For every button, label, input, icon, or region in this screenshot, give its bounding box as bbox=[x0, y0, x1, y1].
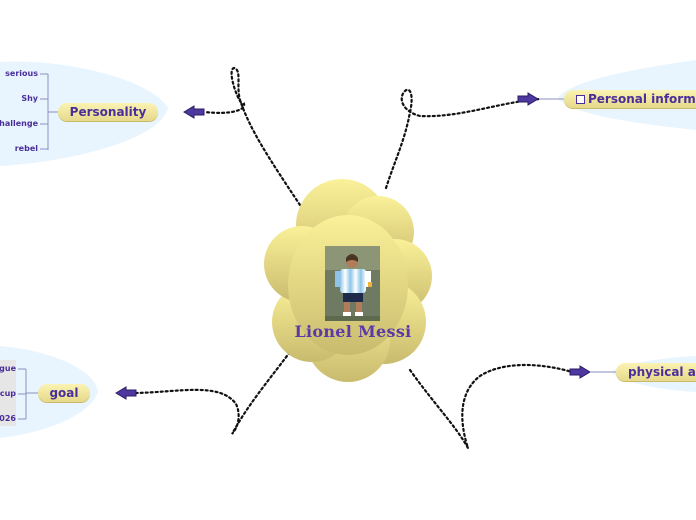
subtopic-serious[interactable]: serious bbox=[5, 69, 38, 78]
topic-personal-information[interactable]: Personal informat bbox=[564, 90, 696, 108]
topic-goal-label: goal bbox=[49, 386, 79, 400]
subtopic-2026[interactable]: 026 bbox=[0, 414, 16, 423]
subtopic-rebel[interactable]: rebel bbox=[14, 144, 38, 153]
topic-personal-information-label: Personal informat bbox=[588, 92, 696, 106]
topic-physical-appearance-label: physical ap bbox=[628, 365, 696, 379]
subtopic-cup[interactable]: cup bbox=[0, 389, 16, 398]
arrow-personal-info bbox=[517, 92, 539, 106]
arrow-goal bbox=[115, 386, 137, 400]
connector-physical bbox=[408, 363, 574, 449]
personality-bracket bbox=[40, 73, 58, 150]
subtopic-challenge[interactable]: challenge bbox=[0, 119, 38, 128]
connector-goal bbox=[134, 350, 292, 435]
goal-leaf-backdrop bbox=[0, 360, 16, 426]
topic-personality-label: Personality bbox=[69, 105, 147, 119]
player-photo bbox=[325, 246, 380, 321]
subtopic-shy[interactable]: Shy bbox=[21, 94, 38, 103]
topic-goal[interactable]: goal bbox=[38, 384, 90, 402]
arrow-physical bbox=[569, 365, 591, 379]
topic-physical-appearance[interactable]: physical ap bbox=[616, 363, 696, 381]
connector-personal-info bbox=[384, 88, 542, 190]
checkbox-icon bbox=[576, 94, 585, 104]
subtopic-league[interactable]: gue bbox=[0, 364, 16, 373]
central-topic-title[interactable]: Lionel Messi bbox=[294, 322, 412, 341]
connector-personality bbox=[203, 66, 302, 207]
topic-personality[interactable]: Personality bbox=[58, 103, 158, 121]
arrow-personality bbox=[183, 105, 205, 119]
goal-bracket bbox=[18, 368, 40, 420]
